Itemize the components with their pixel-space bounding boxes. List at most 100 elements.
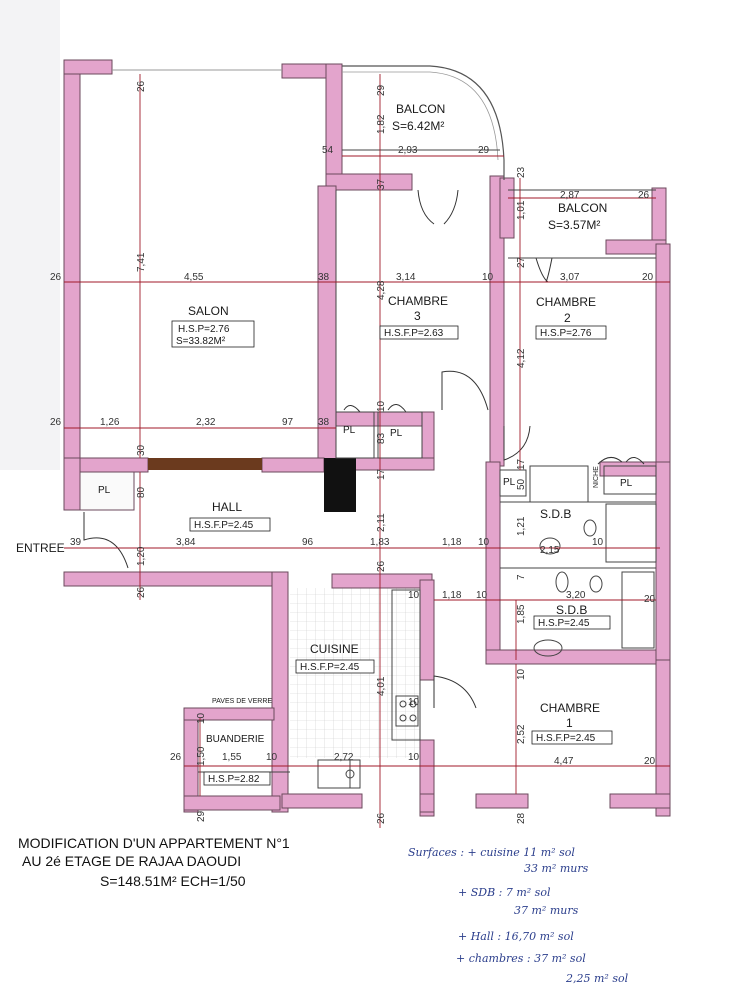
cuisine-hsp: H.S.F.P=2.45: [300, 662, 360, 673]
dim-text: 1,21: [516, 516, 527, 536]
dim-text: 80: [136, 486, 147, 498]
black-column: [324, 458, 356, 512]
wall: [63, 571, 289, 587]
hall-hsp: H.S.F.P=2.45: [194, 520, 254, 531]
dim-text: 10: [592, 537, 604, 548]
pl-label-3: PL: [503, 477, 516, 488]
dim-text: 17: [376, 468, 387, 480]
dim-text: 10: [408, 590, 420, 601]
dim-text: 3,84: [176, 537, 196, 548]
wall: [655, 659, 671, 817]
dim-text: 1,85: [516, 604, 527, 624]
dim-text: 2,72: [334, 752, 354, 763]
dim-text: 10: [482, 272, 494, 283]
balcon1-area: S=6.42M²: [392, 119, 444, 133]
walls: [63, 59, 671, 817]
wall: [419, 579, 435, 681]
wall: [651, 187, 667, 249]
dim-text: 3,07: [560, 272, 580, 283]
wall: [63, 59, 113, 75]
balcon1-name: BALCON: [396, 102, 445, 116]
dim-text: 10: [516, 668, 527, 680]
dim-text: 38: [318, 417, 330, 428]
dim-text: 26: [376, 560, 387, 572]
note-line: 2,25 m² sol: [565, 972, 629, 985]
hall-spec-box: [189, 517, 271, 532]
chambre1-number: 1: [566, 716, 573, 730]
pl-label-2: PL: [390, 428, 403, 439]
dim-text: 26: [50, 272, 62, 283]
dim-text: 26: [50, 417, 62, 428]
dim-text: 2,87: [560, 190, 580, 201]
sdb2-spec-box: [533, 615, 611, 630]
dim-text: 10: [376, 400, 387, 412]
dim-text: 4,01: [376, 676, 387, 696]
wall: [281, 793, 363, 809]
chambre1-hsp: H.S.F.P=2.45: [536, 733, 596, 744]
dim-text: 4,55: [184, 272, 204, 283]
wall: [331, 573, 433, 589]
wall: [599, 461, 661, 477]
salon-spec-box: [171, 320, 255, 348]
sdb2-hsp: H.S.P=2.45: [538, 618, 590, 629]
wall: [499, 177, 515, 239]
dim-text: 3,20: [566, 590, 586, 601]
dimension-texts: 26 7,41 4,55 26 38 3,14 10 3,07 20 29 1,…: [50, 80, 656, 824]
chambre1-spec-box: [531, 730, 613, 745]
note-line: + chambres : 37 m² sol: [456, 952, 586, 965]
wall: [79, 471, 135, 511]
dim-text: 38: [318, 272, 330, 283]
note-line: + Hall : 16,70 m² sol: [458, 930, 574, 943]
dim-text: 2,93: [398, 145, 418, 156]
dim-text: 39: [70, 537, 82, 548]
dim-text: 26: [638, 190, 650, 201]
dim-text: 7,41: [136, 252, 147, 272]
dim-text: 20: [644, 756, 656, 767]
dim-text: 4,47: [554, 756, 574, 767]
dim-text: 29: [478, 145, 490, 156]
dim-text: 1,55: [222, 752, 242, 763]
room-labels: BALCON S=6.42M² BALCON S=3.57M² SALON H.…: [16, 102, 633, 786]
dim-text: 7: [516, 574, 527, 580]
dim-text: 97: [282, 417, 294, 428]
dim-text: 20: [642, 272, 654, 283]
dim-text: 20: [644, 594, 656, 605]
balcon-curve: [342, 65, 505, 180]
dim-text: 54: [322, 145, 334, 156]
buanderie-hsp: H.S.P=2.82: [208, 774, 260, 785]
dim-text: 26: [136, 586, 147, 598]
wall: [655, 461, 671, 663]
pl-label-4: PL: [620, 478, 633, 489]
title-block: MODIFICATION D'UN APPARTEMENT N°1 AU 2é …: [18, 835, 290, 889]
paper-shadow: [0, 0, 60, 470]
title-line-3: S=148.51M² ECH=1/50: [100, 873, 246, 889]
dimension-lines: [64, 74, 670, 828]
chambre2-hsp: H.S.P=2.76: [540, 328, 592, 339]
dim-text: 4,12: [516, 348, 527, 368]
dim-text: 4,28: [376, 280, 387, 300]
wall: [183, 707, 275, 721]
sdb2-name: S.D.B: [556, 603, 587, 617]
dim-text: 30: [136, 444, 147, 456]
dim-text: 26: [376, 812, 387, 824]
dim-text: 83: [376, 432, 387, 444]
wall: [655, 243, 671, 469]
dim-text: 1,50: [196, 746, 207, 766]
balcon2-area: S=3.57M²: [548, 218, 600, 232]
dim-text: 29: [376, 84, 387, 96]
wall: [63, 457, 81, 511]
wall: [485, 649, 661, 665]
dim-text: 26: [136, 80, 147, 92]
dim-text: 2,11: [376, 513, 387, 532]
wall: [261, 457, 325, 473]
handwritten-notes: Surfaces : + cuisine 11 m² sol 33 m² mur…: [408, 846, 629, 985]
thin-partitions: [198, 149, 657, 789]
wall: [419, 793, 435, 813]
wall: [335, 411, 433, 427]
title-line-2: AU 2é ETAGE DE RAJAA DAOUDI: [22, 853, 241, 869]
balcon-curve-inner: [342, 71, 499, 161]
threshold-strip: [148, 458, 262, 470]
dim-text: 10: [408, 752, 420, 763]
chambre2-name: CHAMBRE: [536, 295, 596, 309]
chambre3-hsp: H.S.F.P=2.63: [384, 328, 444, 339]
